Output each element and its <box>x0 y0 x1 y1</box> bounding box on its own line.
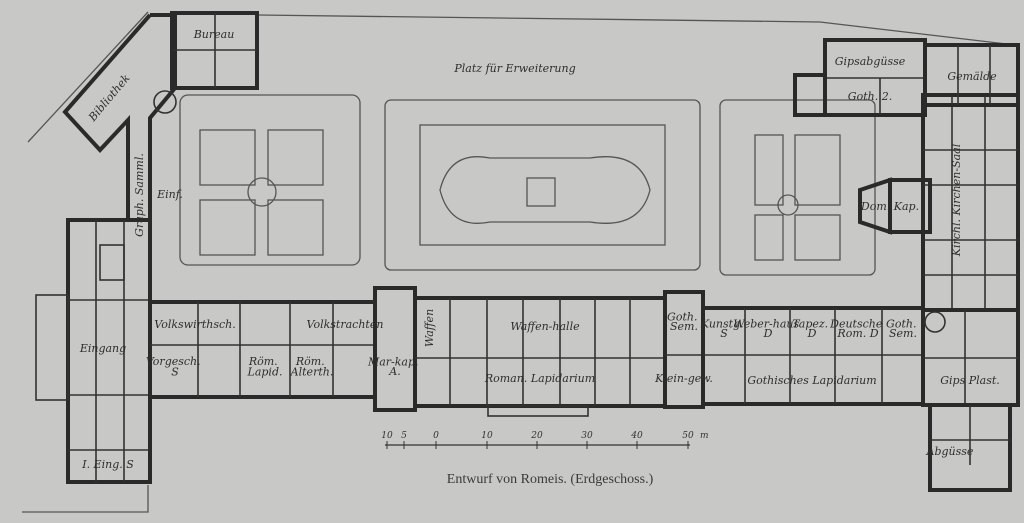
label-domkap: Dom. Kap. <box>860 200 919 213</box>
label-einf: Einf. <box>156 188 183 201</box>
label-waffen: Waffen <box>423 309 436 347</box>
label-goth2: Goth. 2. <box>848 90 892 103</box>
scale-tick-label: 10 <box>481 431 493 441</box>
scale-unit: m <box>700 431 709 441</box>
label-eing2: I. Eing. S <box>81 458 134 471</box>
label-romanlapid: Roman. Lapidarium <box>484 372 595 385</box>
label-weberhaus: Weber-haus D <box>733 318 802 340</box>
label-deutsche: Deutsche Rom. D <box>829 318 886 340</box>
caption: Entwurf von Romeis. (Erdgeschoss.) <box>447 472 654 487</box>
label-gothlapid: Gothisches Lapidarium <box>747 374 876 387</box>
building-walls <box>35 11 1020 492</box>
label-kunstg: Kunstg. S <box>700 318 747 340</box>
label-kleingew: Klein-gew. <box>654 372 713 385</box>
label-kirchen: Kirchl. Kirchen-Saal <box>950 143 963 257</box>
label-volkswirth: Volkswirthsch. <box>154 318 235 331</box>
label-markap: Mar-kap. A. <box>367 356 422 378</box>
site-outline <box>22 11 1016 513</box>
label-bureau: Bureau <box>193 28 235 41</box>
scale-tick-label: 50 <box>682 431 694 441</box>
label-romlapid: Röm. Lapid. <box>247 355 283 378</box>
label-gothsem1: Goth. Sem. <box>667 311 701 333</box>
label-abguesse: Abgüsse <box>926 445 974 458</box>
label-extension: Platz für Erweiterung <box>453 62 575 75</box>
label-vorgesch: Vorgesch. S <box>146 355 204 378</box>
label-gothsem2: Goth. Sem. <box>886 318 920 340</box>
label-graphic: Graph. Samml. <box>133 153 146 237</box>
scale-tick-label: 10 <box>381 431 393 441</box>
label-gipsplast: Gips Plast. <box>940 374 1000 387</box>
label-eingang: Eingang <box>79 342 126 355</box>
label-gemaelde: Gemälde <box>947 70 997 83</box>
label-gips: Gipsabgüsse <box>835 55 906 68</box>
scale-tick-label: 0 <box>433 431 439 441</box>
room-labels: Platz für Erweiterung Bureau Bibliothek … <box>79 28 1000 471</box>
label-volkstrachten: Volkstrachten <box>307 318 384 331</box>
scale-tick-label: 30 <box>581 431 593 441</box>
garden <box>179 94 876 276</box>
label-tapez: Tapez. D <box>792 318 831 340</box>
scale-tick-label: 40 <box>630 431 643 441</box>
label-romalt: Röm. Alterth. <box>290 355 334 378</box>
label-waffenhalle: Waffen-halle <box>510 320 580 333</box>
scale-tick-label: 20 <box>530 431 543 441</box>
scale-tick-label: 5 <box>401 431 407 441</box>
